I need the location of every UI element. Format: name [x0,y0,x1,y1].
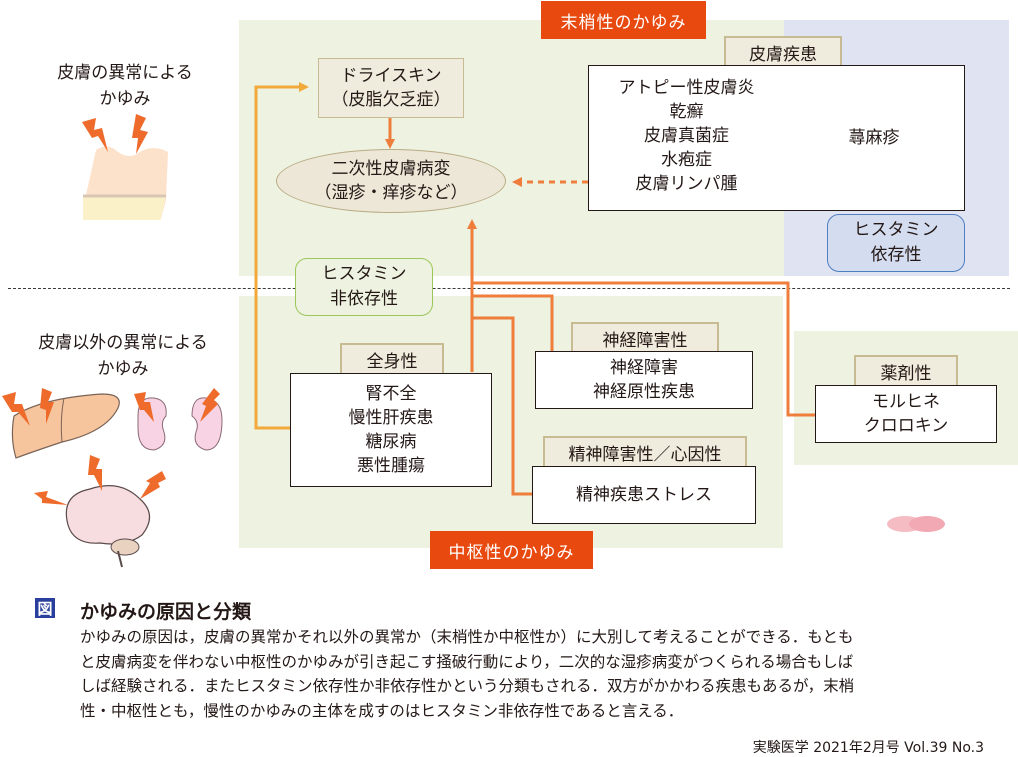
kidney-illustration [134,388,223,451]
lightning-icon [2,392,30,426]
skin-disease-tag: 皮膚疾患 [724,36,842,66]
systemic-item: 慢性肝疾患 [348,408,434,428]
line-psycho-branch [472,316,532,496]
caption-line: しば経験される．またヒスタミン依存性か非依存性かという分類もされる．双方がかかわ… [80,677,855,695]
skin-disease-item: 皮膚真菌症 [644,126,729,146]
secondary-lesion-line2: （湿疹・痒疹など） [314,183,468,203]
figure-caption: かゆみの原因は，皮膚の異常かそれ以外の異常か（末梢性か中枢性か）に大別して考える… [80,625,1000,723]
systemic-box: 腎不全 慢性肝疾患 糖尿病 悪性腫瘍 [290,373,492,487]
skin-illustration [82,114,168,220]
skin-itch-label-line1: 皮膚の異常による [57,63,193,83]
secondary-lesion-ellipse: 二次性皮膚病変 （湿疹・痒疹など） [276,149,506,213]
histamine-dependent-tag: ヒスタミン 依存性 [827,214,965,272]
lightning-icon [34,491,68,505]
histamine-independent-line2: 非依存性 [330,289,398,309]
dry-skin-line2: （皮脂欠乏症） [331,90,451,110]
histamine-independent-line1: ヒスタミン [321,264,407,284]
source-citation: 実験医学 2021年2月号 Vol.39 No.3 [752,740,984,756]
drug-induced-item: クロロキン [863,416,949,436]
drug-induced-box: モルヒネ クロロキン [815,385,997,443]
histamine-dependent-line2: 依存性 [870,245,922,265]
caption-line: と皮膚病変を伴わない中枢性のかゆみが引き起こす掻破行動により，二次的な湿疹病変が… [80,652,854,671]
skin-disease-item: 皮膚リンパ腫 [635,174,738,194]
skin-disease-right-list: 蕁麻疹 [784,126,964,150]
peripheral-title: 末梢性のかゆみ [541,1,706,39]
neuropathic-item: 神経原性疾患 [593,382,695,402]
line-neuro-branch [472,294,554,351]
drug-induced-tag: 薬剤性 [854,355,958,385]
drug-induced-item: モルヒネ [872,392,940,412]
systemic-item: 腎不全 [365,384,417,404]
systemic-item: 悪性腫瘍 [357,456,425,476]
central-title: 中枢性のかゆみ [430,531,593,569]
lightning-icon [200,388,220,422]
lightning-icon [132,114,148,154]
skin-disease-box: アトピー性皮膚炎 乾癬 皮膚真菌症 水疱症 皮膚リンパ腫 蕁麻疹 [588,65,965,211]
skin-itch-label: 皮膚の異常による かゆみ [40,60,210,112]
dry-skin-box: ドライスキン （皮脂欠乏症） [318,58,464,118]
systemic-item: 糖尿病 [365,432,417,452]
pill-illustration [887,516,945,532]
skin-disease-item: 水疱症 [661,150,712,170]
psychogenic-item: 精神疾患ストレス [576,485,712,505]
histamine-independent-tag: ヒスタミン 非依存性 [295,258,433,316]
peripheral-central-divider [8,288,1010,289]
nonskin-itch-label: 皮膚以外の異常による かゆみ [18,330,228,382]
neuropathic-tag: 神経障害性 [571,322,719,352]
nonskin-itch-label-line1: 皮膚以外の異常による [38,333,208,353]
lightning-icon [88,455,102,491]
caption-line: かゆみの原因は，皮膚の異常かそれ以外の異常か（末梢性か中枢性か）に大別して考える… [80,628,854,646]
figure-mark: 図 [35,598,55,618]
skin-disease-item: アトピー性皮膚炎 [618,78,755,98]
skin-disease-left-list: アトピー性皮膚炎 乾癬 皮膚真菌症 水疱症 皮膚リンパ腫 [589,76,784,196]
lightning-icon [82,118,108,152]
arrow-systemic-to-dryskin [254,82,309,430]
skin-itch-label-line2: かゆみ [99,89,151,109]
psychogenic-box: 精神疾患ストレス [532,466,756,524]
lightning-icon [40,388,54,424]
brain-illustration [34,455,166,568]
systemic-tag: 全身性 [340,343,444,374]
lightning-icon [140,471,166,499]
figure-title: かゆみの原因と分類 [80,601,252,623]
caption-line: 性・中枢性とも，慢性のかゆみの主体を成すのはヒスタミン非依存性であると言える． [80,701,684,720]
lightning-icon [134,392,154,422]
skin-disease-item: 乾癬 [669,102,704,122]
liver-illustration [2,388,120,459]
skin-disease-item: 蕁麻疹 [848,128,900,148]
nonskin-itch-label-line2: かゆみ [97,359,149,379]
secondary-lesion-line1: 二次性皮膚病変 [331,159,451,179]
histamine-dependent-line1: ヒスタミン [853,220,939,240]
dry-skin-line1: ドライスキン [340,66,442,86]
line-drug-branch [472,281,816,417]
neuropathic-item: 神経障害 [610,358,678,378]
neuropathic-box: 神経障害 神経原性疾患 [535,351,753,409]
psychogenic-tag: 精神障害性／心因性 [543,436,747,467]
